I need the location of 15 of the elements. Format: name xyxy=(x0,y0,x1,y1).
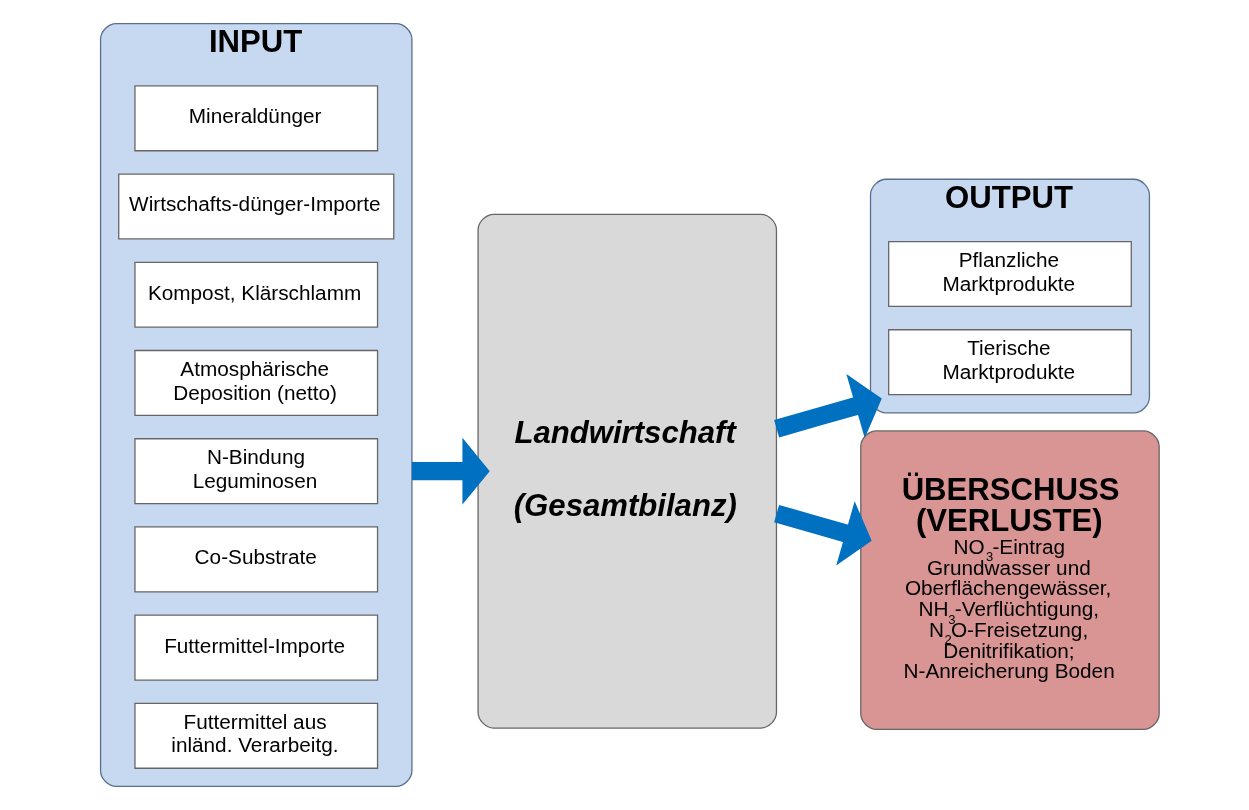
arrow xyxy=(411,437,490,505)
node-box: Futtermittel-Importe xyxy=(133,614,378,681)
node-box: Tierische Marktprodukte xyxy=(887,329,1132,396)
node-box: Atmosphärische Deposition (netto) xyxy=(133,349,378,417)
node-box: Futtermittel aus inländ. Verarbeitg. xyxy=(133,702,378,769)
node-box: Pflanzliche Marktprodukte xyxy=(887,240,1132,308)
node-box: Landwirtschaft (Gesamtbilanz) xyxy=(476,213,777,729)
node-box: N-Bindung Leguminosen xyxy=(133,438,378,505)
node-box: Wirtschafts-dünger-Importe xyxy=(117,173,394,240)
arrow xyxy=(773,373,882,439)
node-box: Mineraldünger xyxy=(133,85,378,152)
node-box: Co-Substrate xyxy=(133,526,378,593)
arrow xyxy=(773,501,872,566)
node-box: Kompost, Klärschlamm xyxy=(133,261,378,328)
node-box: ÜBERSCHUSS (VERLUSTE) NO$_{3}$-Eintrag Grundwasser und Oberflächengewässer, NH$_{3}$-Verflüchtigung, N$_{2}$O-Freisetzung, Denitrifikation; N-Anreicherung Boden xyxy=(859,430,1160,730)
